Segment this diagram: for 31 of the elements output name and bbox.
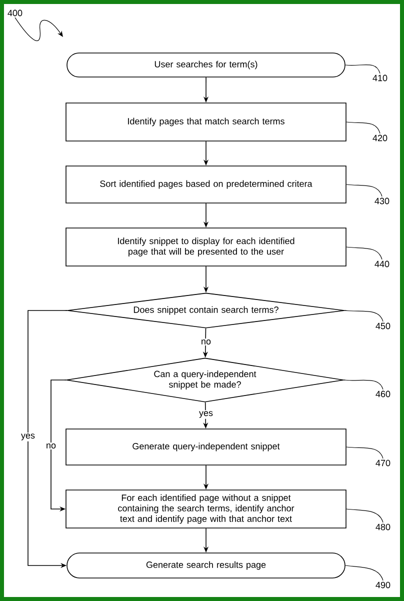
leader-line: [345, 565, 384, 581]
process-box: Identify snippet to display for each identified page that will be presented to the user: [66, 228, 346, 266]
edge-label: no: [45, 442, 57, 450]
reference-numeral: 450: [376, 322, 390, 330]
process-box: For each identified page without a snippet containing the search terms, identify anchor text and identify page with that anchor text: [66, 490, 346, 528]
reference-arrow: [14, 17, 63, 41]
process-box: Generate query-independent snippet: [66, 428, 346, 466]
leader-line: [344, 380, 384, 390]
edge-label: yes: [20, 432, 36, 442]
reference-numeral: 440: [374, 260, 390, 268]
reference-numeral: 400: [8, 10, 22, 16]
leader-line: [344, 310, 384, 322]
leader-line: [346, 508, 384, 523]
leader-line: [346, 184, 382, 197]
process-box: Sort identified pages based on predetermined critera: [66, 166, 346, 204]
reference-numeral: 430: [374, 198, 390, 204]
reference-numeral: 480: [376, 524, 390, 530]
leader-line: [346, 446, 384, 459]
process-box: Identify pages that match search terms: [66, 102, 346, 142]
leader-line: [346, 122, 380, 134]
leader-line: [345, 64, 380, 74]
terminal-box: User searches for term(s): [66, 52, 346, 78]
reference-numeral: 460: [376, 390, 390, 398]
edge-label: no: [200, 338, 212, 346]
reference-numeral: 410: [372, 74, 388, 82]
edge-label: yes: [198, 410, 214, 419]
reference-numeral: 490: [376, 582, 390, 588]
leader-line: [346, 246, 382, 260]
terminal-box: Generate search results page: [66, 552, 346, 578]
reference-numeral: 420: [372, 134, 388, 142]
reference-numeral: 470: [376, 460, 390, 466]
